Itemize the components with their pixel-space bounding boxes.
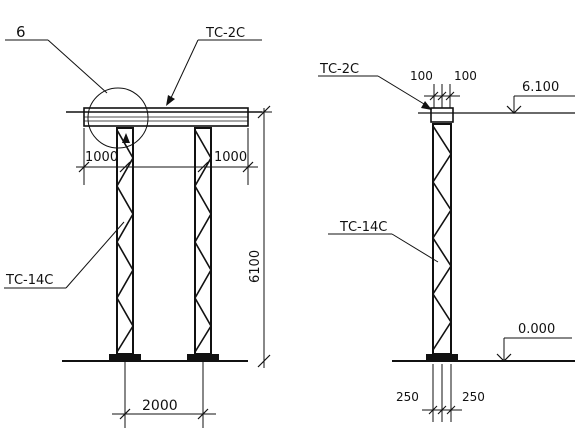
front-left-base-plate — [109, 354, 141, 361]
top-dim-left: 100 — [410, 69, 433, 83]
base-dim-right: 250 — [462, 390, 485, 404]
side-column — [426, 123, 458, 361]
top-dim-right: 100 — [454, 69, 477, 83]
elevation-top-label: 6.100 — [522, 80, 559, 95]
left-overhang-dim: 1000 — [85, 150, 118, 165]
height-dimension — [250, 105, 272, 368]
span-dimension — [112, 362, 216, 428]
side-beam-section — [430, 107, 454, 123]
front-view: 6 ТС-2С 1000 1000 — [4, 23, 272, 428]
front-beam-label: ТС-2С — [205, 26, 245, 41]
elevation-base-marker — [496, 337, 572, 362]
front-column-label: ТС-14С — [5, 273, 53, 288]
side-column-label: ТС-14С — [339, 220, 387, 235]
side-beam-arrowhead — [421, 101, 432, 110]
front-right-base-plate — [187, 354, 219, 361]
right-overhang-dim: 1000 — [214, 150, 247, 165]
beam-callout-arrowhead — [166, 95, 175, 106]
span-dim-label: 2000 — [142, 398, 178, 414]
side-view: ТС-2С 100 100 6.100 ТС-14С — [318, 62, 575, 422]
top-width-dimensions — [424, 84, 460, 108]
front-overhang-dimensions — [76, 128, 258, 185]
side-base-plate — [426, 354, 458, 361]
front-beam — [66, 107, 262, 127]
height-dim-label: 6100 — [248, 250, 263, 283]
elevation-base-label: 0.000 — [518, 322, 555, 337]
base-width-dimensions — [422, 364, 462, 422]
side-beam-label: ТС-2С — [319, 62, 359, 77]
elevation-top-marker — [506, 95, 575, 114]
node-callout-label: 6 — [16, 23, 26, 41]
base-dim-left: 250 — [396, 390, 419, 404]
